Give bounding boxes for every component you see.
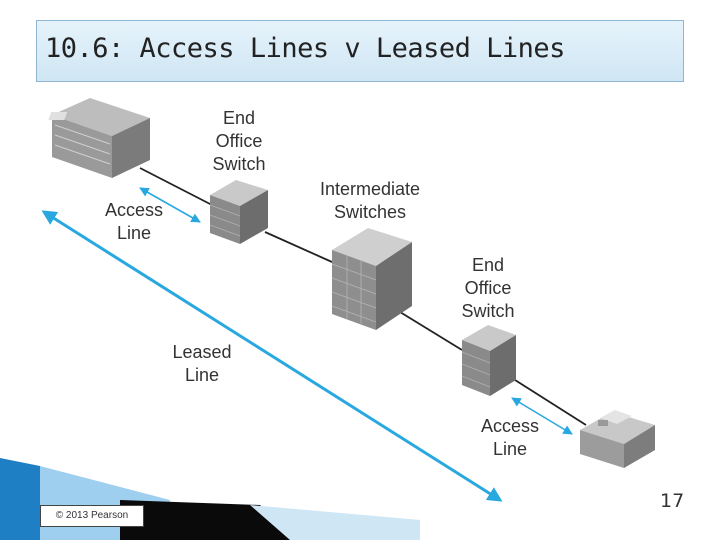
slide-decoration <box>0 458 420 540</box>
access-line-top-label-line1: Access <box>105 200 163 220</box>
intermediate-switch-icon <box>331 228 412 330</box>
title-box: 10.6: Access Lines v Leased Lines <box>36 20 684 82</box>
end-office-top-label-line2: Office <box>216 131 263 151</box>
leased-line-arrow <box>41 210 503 502</box>
end-office-bottom-label-line1: End <box>472 255 504 275</box>
copyright-box: © 2013 Pearson <box>40 505 144 527</box>
end-office-switch-top-icon <box>209 180 268 244</box>
end-office-bottom-label-line3: Switch <box>461 301 514 321</box>
line-intermediate-to-end-office <box>399 311 463 351</box>
customer-building-bottom-icon <box>580 410 655 468</box>
access-line-bottom-arrow <box>511 397 573 435</box>
line-end-office-to-intermediate <box>264 231 333 263</box>
access-line-top-label-line2: Line <box>117 223 151 243</box>
access-line-bottom-label-line2: Line <box>493 439 527 459</box>
access-line-bottom-label-line1: Access <box>481 416 539 436</box>
intermediate-label-line2: Switches <box>334 202 406 222</box>
customer-building-top-icon <box>48 98 150 178</box>
end-office-top-label-line1: End <box>223 108 255 128</box>
leased-line-label-line2: Line <box>185 365 219 385</box>
end-office-switch-bottom-icon <box>461 325 516 396</box>
slide-title: 10.6: Access Lines v Leased Lines <box>45 33 565 64</box>
end-office-top-label-line3: Switch <box>212 154 265 174</box>
intermediate-label-line1: Intermediate <box>320 179 420 199</box>
leased-line-label-line1: Leased <box>172 342 231 362</box>
page-number: 17 <box>660 490 685 512</box>
end-office-bottom-label-line2: Office <box>465 278 512 298</box>
